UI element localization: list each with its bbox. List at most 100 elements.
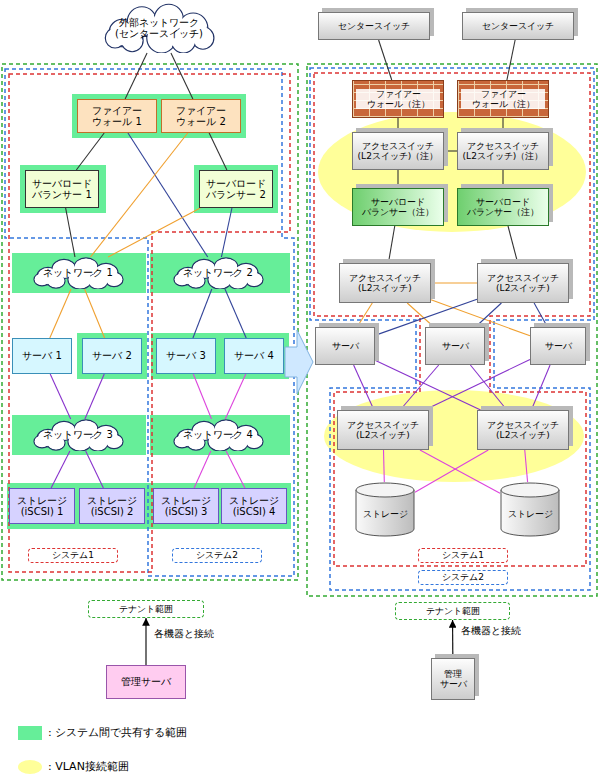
shared-band [20, 165, 106, 213]
connector [125, 53, 147, 99]
tenant-frame [307, 64, 597, 596]
tenant-frame [2, 64, 298, 580]
connector [225, 374, 246, 419]
node-label: ストレージ (iSCSI) 3 [157, 495, 215, 518]
connector [531, 365, 550, 410]
connector [194, 451, 211, 488]
node-label: ファイアー ウォール 2 [165, 105, 237, 128]
storage-box: ストレージ (iSCSI) 2 [79, 488, 145, 524]
connector [50, 289, 71, 338]
connector [420, 450, 500, 493]
node-label: ネットワーク 4 [183, 429, 253, 441]
node-label: サーバ 1 [22, 350, 62, 362]
node-label: サーバ 4 [234, 350, 274, 362]
vlan-ellipse [318, 112, 586, 232]
node-label: サーバロード バランサー（注） [356, 197, 440, 218]
scope-label: テナント範囲 [88, 600, 204, 618]
node-label: ストレージ (iSCSI) 1 [13, 495, 71, 518]
scope-label: システム2 [418, 570, 508, 585]
connector [209, 133, 227, 170]
connector [66, 208, 75, 257]
node-label: ストレージ (iSCSI) 2 [83, 495, 141, 518]
network-cloud: 外部ネットワーク (センタースイッチ) [98, 3, 220, 53]
system2-frame [310, 68, 594, 590]
node-label: テナント範囲 [119, 604, 173, 614]
shared-band [150, 253, 290, 293]
connector [171, 53, 193, 99]
connector [507, 40, 515, 80]
connector [452, 620, 453, 658]
connector [388, 226, 394, 263]
node-label: システム1 [442, 550, 484, 560]
node-label: サーバロード バランサー（注） [461, 197, 545, 218]
shared-band [7, 483, 291, 529]
device-box: アクセススイッチ (L2スイッチ)（注） [457, 132, 549, 170]
server-box: サーバ 2 [82, 338, 142, 374]
shared-band [150, 415, 290, 455]
server-box: サーバ 3 [156, 338, 216, 374]
node-label: センタースイッチ [338, 21, 410, 31]
connector [397, 170, 398, 188]
scope-label: テナント範囲 [395, 602, 510, 620]
node-label: システム2 [196, 550, 238, 560]
connector [76, 133, 104, 170]
connector [470, 365, 506, 410]
connector [525, 450, 528, 482]
connector [407, 303, 434, 327]
connector [534, 303, 547, 327]
firewall-box: ファイアー ウォール 2 [161, 99, 241, 133]
connector [91, 133, 188, 257]
node-label: センタースイッチ [482, 21, 554, 31]
server-box: サーバ 4 [224, 338, 284, 374]
shared-band [194, 165, 278, 213]
device-box: アクセススイッチ (L2スイッチ) [477, 410, 569, 450]
node-label: ファイアー ウォール 1 [81, 105, 153, 128]
node-label: サーバ [442, 341, 469, 351]
node-label: ファイアー ウォール（注） [461, 89, 545, 110]
connector [508, 226, 518, 263]
storage-box: ストレージ (iSCSI) 4 [221, 488, 287, 524]
node-label: ストレージ (iSCSI) 4 [225, 495, 283, 518]
connector [85, 289, 105, 338]
system1-frame [314, 73, 590, 566]
firewall-box: ファイアー ウォール（注） [352, 80, 444, 118]
connector [145, 618, 146, 665]
node-label: 管理 サーバ [435, 669, 471, 690]
network-cloud: ネットワーク 3 [28, 419, 128, 451]
node-label: サーバロード バランサー 2 [203, 178, 269, 201]
device-box: サーバ [530, 327, 586, 365]
shared-band [12, 253, 146, 293]
network-cloud: ネットワーク 2 [168, 257, 268, 289]
connector [354, 365, 374, 410]
connector [375, 360, 481, 410]
node-label: 外部ネットワーク (センタースイッチ) [110, 17, 208, 40]
node-label: アクセススイッチ (L2スイッチ)（注） [461, 141, 545, 162]
node-label: ストレージ [508, 509, 553, 519]
node-label: システム2 [442, 572, 484, 582]
firewall-box: ファイアー ウォール 1 [77, 99, 157, 133]
load-balancer-box: サーバロード バランサー（注） [457, 188, 549, 226]
node-label: アクセススイッチ (L2スイッチ) [341, 420, 425, 441]
scope-label: システム1 [418, 548, 508, 563]
connector [225, 289, 246, 338]
node-label: ファイアー ウォール（注） [356, 89, 440, 110]
connector [193, 289, 212, 338]
device-box: アクセススイッチ (L2スイッチ) [477, 263, 569, 303]
shared-band [7, 94, 291, 529]
node-label: ストレージ [363, 509, 408, 519]
connector [444, 150, 457, 151]
shared-band [151, 333, 289, 379]
node-label: 管理サーバ [121, 676, 171, 688]
node-label: サーバ [545, 341, 572, 351]
connector [51, 451, 70, 488]
system2-frame [5, 69, 294, 576]
server-box: サーバ 1 [12, 338, 72, 374]
shared-band [77, 333, 147, 379]
node-label: アクセススイッチ (L2スイッチ)（注） [356, 141, 440, 162]
node-label: アクセススイッチ (L2スイッチ) [481, 273, 565, 294]
node-label: アクセススイッチ (L2スイッチ) [343, 273, 427, 294]
device-box: アクセススイッチ (L2スイッチ) [339, 263, 431, 303]
connector [502, 118, 503, 132]
connector [431, 282, 477, 283]
connector [193, 374, 211, 419]
